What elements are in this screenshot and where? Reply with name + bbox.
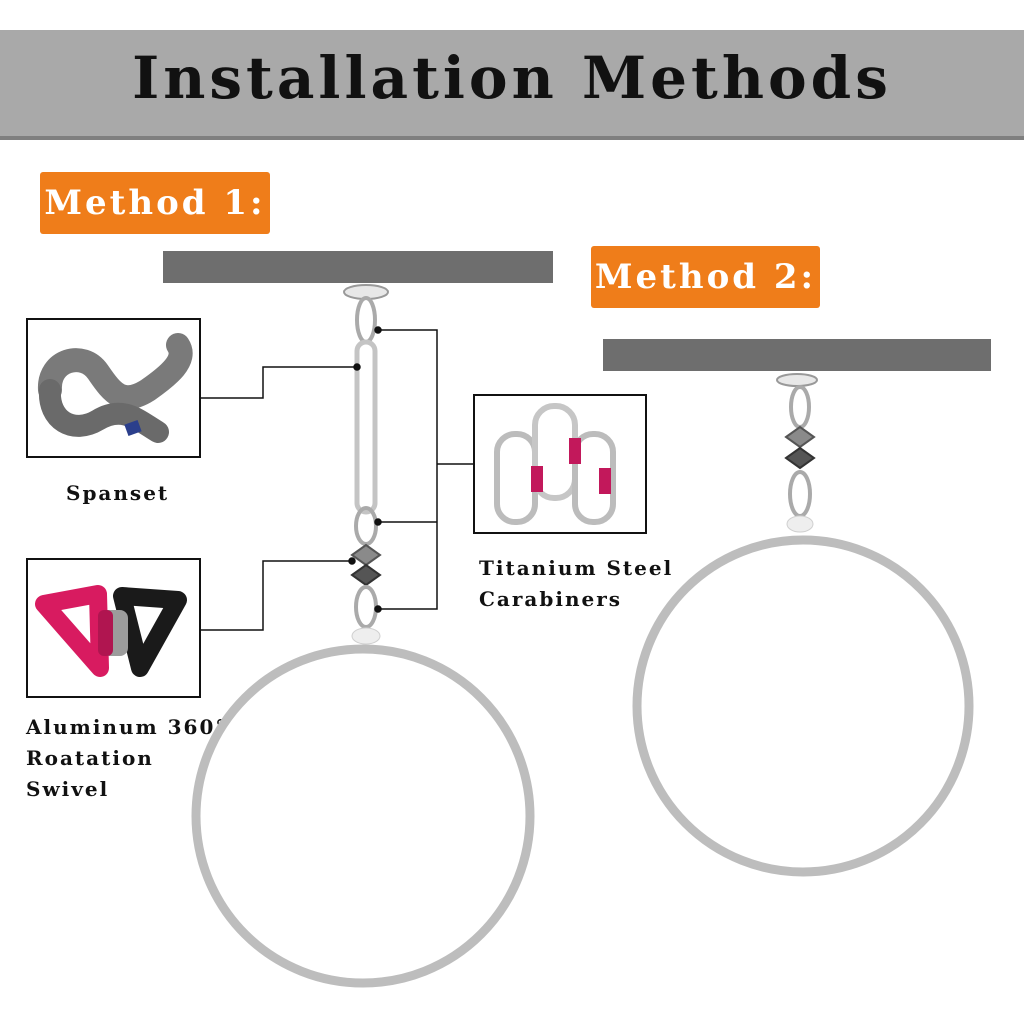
carabiners-image-frame: [473, 394, 647, 534]
method-1-badge: Method 1:: [40, 172, 270, 234]
ceiling-bar-method-2: [603, 339, 991, 371]
swivel-image: [35, 585, 187, 677]
swivel-label-line-3: Swivel: [26, 777, 110, 801]
carabiners-image: [494, 403, 616, 525]
swivel-label-line-2: Roatation: [26, 746, 154, 770]
swivel-image-frame: [26, 558, 201, 698]
spanset-image-frame: [26, 318, 201, 458]
swivel-leader: [201, 560, 352, 631]
method-2-badge: Method 2:: [591, 246, 820, 308]
carabiners-label-line-1: Titanium Steel: [479, 556, 674, 580]
ceiling-bar-method-1: [163, 251, 553, 283]
aerial-hoop-method-1: [191, 644, 535, 988]
carabiner-bracket: [378, 329, 438, 610]
spanset-image: [38, 333, 193, 443]
method-2-rig: [632, 373, 974, 877]
leader-lines: [201, 326, 473, 631]
spanset-strap: [354, 339, 378, 515]
page-title: Installation Methods: [132, 44, 892, 112]
method-1-rig: [191, 284, 535, 988]
carabiners-label-line-2: Carabiners: [479, 587, 623, 611]
aerial-hoop-method-2: [632, 535, 974, 877]
header-band: [0, 30, 1024, 140]
spanset-label: Spanset: [66, 481, 170, 505]
spanset-leader: [201, 366, 357, 399]
swivel-label-line-1: Aluminum 360°: [26, 715, 228, 739]
